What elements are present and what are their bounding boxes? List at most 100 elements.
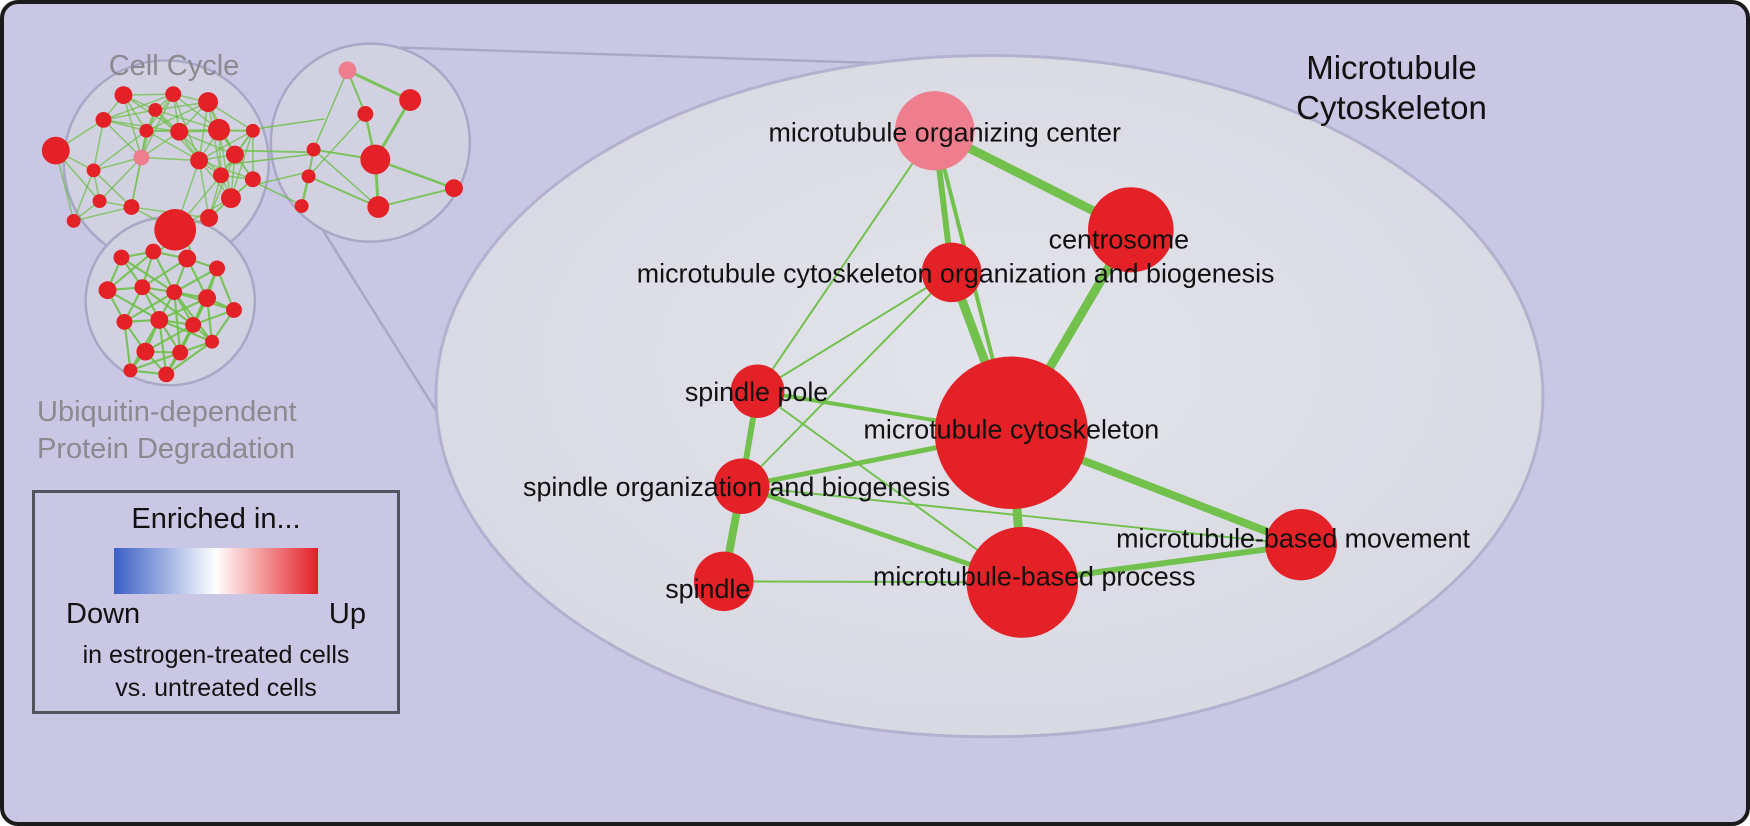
- mini-node: [225, 302, 242, 318]
- microtubule-mini-edge: [312, 70, 349, 150]
- node-label-mbm: microtubule-based movement: [1116, 524, 1470, 554]
- mini-node: [148, 103, 163, 117]
- mini-node: [114, 86, 133, 105]
- legend-caption: in estrogen-treated cells vs. untreated …: [35, 639, 397, 705]
- microtubule-mini-edge: [378, 187, 455, 208]
- cell-cycle-edge: [92, 119, 105, 171]
- node-label-moc: microtubule organizing center: [768, 118, 1121, 148]
- mini-node: [245, 123, 260, 138]
- main-cluster-title: Microtubule Cytoskeleton: [1284, 48, 1499, 128]
- cell-cycle-edge: [72, 170, 95, 222]
- node-moc: [894, 91, 975, 171]
- bridge-edge: [238, 149, 319, 154]
- cell-cycle-edge: [145, 130, 200, 162]
- mini-node: [139, 123, 154, 138]
- legend-down-label: Down: [66, 598, 141, 630]
- mini-node: [172, 344, 189, 361]
- mini-node: [123, 199, 140, 215]
- ubiquitin-edge: [158, 318, 213, 343]
- node-centrosome: [1088, 187, 1174, 273]
- mini-node: [301, 169, 316, 184]
- mini-node: [399, 89, 422, 111]
- bridge-edge: [254, 181, 300, 205]
- mini-node: [190, 151, 209, 170]
- microtubule-mini-edge: [308, 175, 379, 208]
- ubiquitin-cluster-label-line2: Protein Degradation: [37, 433, 295, 465]
- mini-node: [244, 171, 261, 188]
- cluster-circle-microtubule-mini: [269, 42, 472, 243]
- ubiquitin-edge: [123, 291, 175, 323]
- legend-title: Enriched in...: [131, 503, 301, 535]
- mini-node: [198, 92, 219, 112]
- mini-node: [150, 310, 169, 329]
- mini-node: [113, 249, 130, 266]
- magnifier-line: [400, 46, 950, 67]
- cell-cycle-edge: [93, 156, 142, 172]
- mini-node: [444, 179, 463, 198]
- cell-cycle-edge: [155, 109, 220, 131]
- node-sob: [713, 458, 770, 515]
- cell-cycle-edge: [198, 130, 254, 162]
- mini-node: [66, 213, 81, 228]
- mini-node: [225, 145, 244, 164]
- mini-node: [200, 208, 219, 227]
- mini-node: [360, 144, 391, 175]
- cell-cycle-edge: [93, 130, 147, 172]
- legend-gradient-wrap: [114, 548, 318, 594]
- mini-node: [165, 86, 182, 103]
- mini-node: [134, 279, 151, 296]
- node-label-spindle: spindle: [665, 574, 750, 604]
- ubiquitin-edge: [144, 323, 194, 353]
- mini-node: [208, 118, 230, 141]
- ubiquitin-edge: [123, 321, 132, 371]
- mini-node: [154, 208, 197, 251]
- ubiquitin-edge: [173, 267, 218, 294]
- mini-node: [86, 163, 101, 178]
- edge-mco-sob: [740, 271, 953, 488]
- mini-node: [136, 342, 155, 361]
- mini-node: [213, 167, 229, 184]
- microtubule-mini-edge: [308, 113, 366, 177]
- cell-cycle-edge: [178, 131, 236, 156]
- mini-node: [166, 284, 183, 301]
- cell-cycle-edge: [98, 156, 142, 202]
- mini-node: [98, 281, 117, 300]
- mini-node: [41, 136, 70, 165]
- legend-up-label: Up: [328, 598, 366, 630]
- mini-node: [170, 122, 189, 141]
- mini-node: [221, 188, 241, 209]
- cell-cycle-edge: [141, 156, 200, 162]
- cell-cycle-edge: [130, 130, 148, 208]
- legend-axis-labels: Down Up: [66, 598, 366, 631]
- node-label-mco: microtubule cytoskeleton organization an…: [637, 258, 1275, 288]
- node-label-centrosome: centrosome: [1049, 225, 1189, 255]
- mini-node: [306, 142, 321, 157]
- ubiquitin-edge: [165, 340, 213, 376]
- ubiquitin-edge: [106, 250, 155, 292]
- mini-node: [357, 106, 374, 122]
- mini-node: [116, 313, 133, 330]
- cell-cycle-edge: [218, 129, 232, 199]
- cell-cycle-edge: [103, 93, 174, 121]
- mini-node: [133, 149, 150, 166]
- cell-cycle-edge: [73, 206, 132, 222]
- cell-cycle-edge: [146, 101, 209, 132]
- mini-node: [338, 61, 357, 80]
- mini-node: [92, 194, 107, 209]
- node-spindle: [693, 551, 754, 612]
- microtubule-mini-edge: [313, 149, 379, 208]
- mini-node: [198, 289, 217, 308]
- ubiquitin-edge: [130, 351, 181, 372]
- mini-node: [178, 249, 197, 268]
- node-spindle_pole: [730, 364, 785, 418]
- node-label-mc: microtubule cytoskeleton: [864, 415, 1160, 445]
- node-mc: [934, 356, 1089, 510]
- edge-mco-spindle_pole: [756, 271, 953, 393]
- gradient-bar: [114, 548, 318, 594]
- node-label-sob: spindle organization and biogenesis: [523, 472, 950, 502]
- mini-node: [123, 363, 138, 378]
- cell-cycle-edge: [230, 130, 254, 199]
- cell-cycle-edge: [198, 160, 210, 219]
- main-cluster-title-line1: Microtubule: [1306, 49, 1477, 86]
